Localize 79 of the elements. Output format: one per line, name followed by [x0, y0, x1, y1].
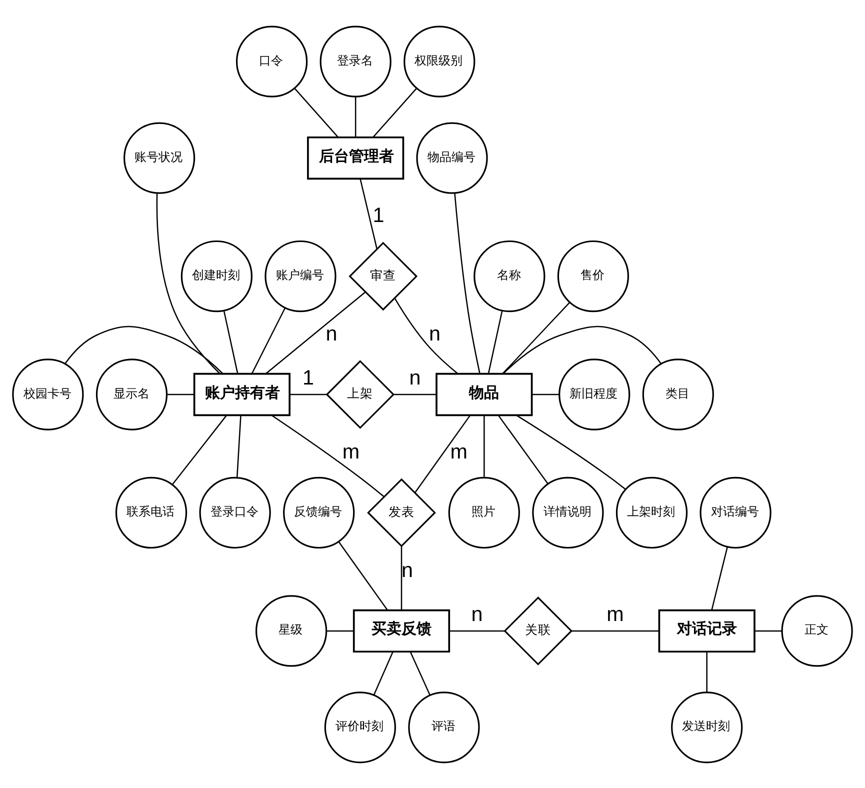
connector — [265, 291, 366, 374]
connector — [498, 414, 548, 484]
node-circle: 售价 — [557, 240, 630, 312]
node-circle: 校园卡号 — [12, 358, 84, 430]
connector — [172, 414, 228, 484]
edge-label: 1 — [302, 366, 314, 390]
node-circle: 登录口令 — [199, 476, 271, 548]
edge-label: m — [606, 602, 624, 626]
connector — [326, 630, 354, 632]
node-circle: 账号状况 — [123, 122, 196, 194]
node-circle: 类目 — [642, 358, 714, 430]
connector — [290, 393, 327, 395]
edge-label: m — [342, 440, 360, 464]
node-diamond: 上架 — [326, 360, 395, 428]
connector — [571, 630, 660, 632]
node-circle: 联系电话 — [115, 476, 188, 548]
node-box: 后台管理者 — [307, 136, 404, 180]
edge-label: n — [471, 602, 483, 626]
connector — [251, 307, 286, 374]
connector — [236, 414, 242, 478]
connector — [502, 302, 570, 374]
node-box: 物品 — [436, 372, 533, 416]
node-circle: 权限级别 — [404, 25, 476, 97]
connector — [706, 652, 708, 692]
node-diamond: 发表 — [367, 478, 436, 547]
edge-label: n — [326, 322, 338, 345]
edge-label: 1 — [372, 204, 384, 227]
node-circle: 显示名 — [96, 358, 168, 430]
node-diamond: 审查 — [348, 241, 418, 310]
node-circle: 发送时刻 — [671, 691, 743, 763]
connector — [532, 393, 560, 395]
connector — [754, 630, 782, 632]
node-circle: 正文 — [781, 594, 853, 666]
node-circle: 创建时刻 — [180, 240, 252, 312]
connector — [711, 546, 728, 610]
node-circle: 物品编号 — [416, 122, 488, 194]
node-circle: 详情说明 — [532, 476, 604, 548]
connector — [156, 192, 220, 374]
edge-label: n — [429, 322, 441, 345]
connector — [516, 414, 626, 490]
edge-label: n — [409, 366, 421, 390]
connector — [414, 414, 471, 492]
connector — [338, 540, 388, 610]
connector — [271, 414, 384, 497]
connector — [294, 88, 339, 138]
node-circle: 对话编号 — [700, 476, 772, 548]
node-circle: 账户编号 — [264, 240, 336, 312]
connector — [454, 192, 480, 374]
connector — [64, 325, 224, 374]
edge-label: m — [450, 440, 468, 464]
node-circle: 口令 — [236, 25, 308, 97]
connector — [488, 310, 503, 374]
connector — [354, 96, 356, 136]
node-circle: 星级 — [256, 594, 328, 666]
connector — [394, 297, 458, 374]
node-box: 对话记录 — [658, 608, 756, 652]
node-circle: 评价时刻 — [324, 691, 396, 763]
connector — [394, 393, 436, 395]
connector — [410, 651, 431, 695]
connector — [373, 651, 394, 695]
connector — [484, 414, 485, 478]
node-circle: 名称 — [474, 240, 546, 312]
node-circle: 评语 — [408, 691, 480, 763]
node-circle: 反馈编号 — [283, 476, 355, 548]
connector — [167, 393, 194, 395]
node-diamond: 关联 — [504, 596, 573, 665]
node-circle: 新旧程度 — [558, 358, 630, 430]
node-circle: 上架时刻 — [616, 476, 688, 548]
connector — [502, 325, 662, 374]
edge-label: n — [401, 558, 413, 582]
connector — [360, 178, 378, 248]
node-box: 买卖反馈 — [352, 608, 450, 652]
connector — [223, 310, 238, 374]
connector — [400, 546, 402, 610]
node-circle: 照片 — [448, 476, 520, 548]
node-box: 账户持有者 — [193, 372, 290, 416]
connector — [372, 88, 417, 138]
connector — [449, 630, 505, 632]
node-circle: 登录名 — [320, 25, 392, 97]
